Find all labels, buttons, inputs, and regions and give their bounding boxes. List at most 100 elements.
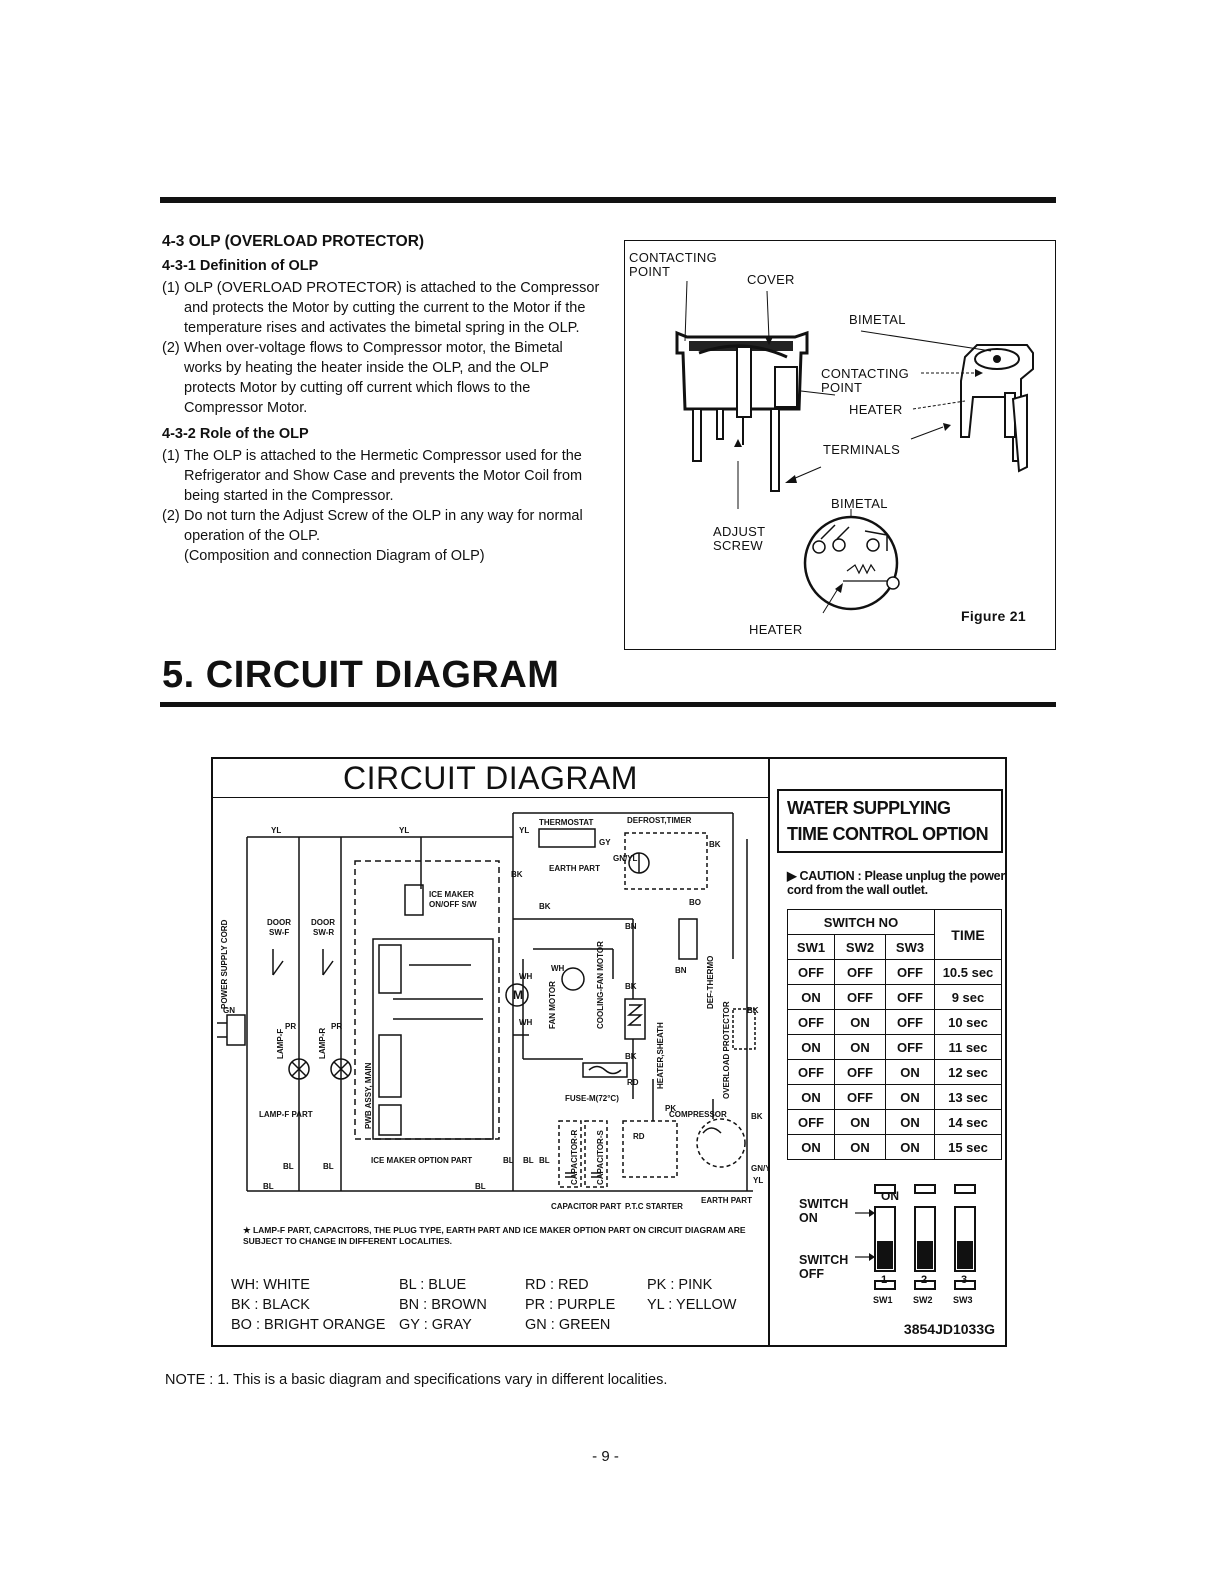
ptc-starter-label: P.T.C STARTER	[625, 1202, 683, 1211]
dip-switch-block: 1 2 3 SW1 SW2 SW3	[855, 1184, 976, 1305]
wire-label-bl-2: BL	[323, 1162, 334, 1171]
pwb-assy-label: PWB ASSY, MAIN	[364, 1062, 373, 1129]
table-cell: ON	[885, 1109, 935, 1135]
capacitor-r-label: CAPACITOR-R	[570, 1130, 579, 1185]
table-cell: ON	[885, 1059, 935, 1085]
table-cell: 10 sec	[934, 1009, 1002, 1035]
wire-label-bl-5: BL	[503, 1156, 514, 1165]
legend-item: BK : BLACK	[231, 1297, 310, 1313]
table-cell: 11 sec	[934, 1034, 1002, 1060]
wire-label-pr: PR	[285, 1022, 296, 1031]
dip-name: SW3	[953, 1295, 973, 1305]
wire-label-bk-7: BK	[751, 1112, 763, 1121]
time-header: TIME	[934, 909, 1002, 960]
fuse-label: FUSE-M(72°C)	[565, 1094, 619, 1103]
switch-on-label: SWITCH ON	[799, 1197, 849, 1225]
wire-label-wh-2: WH	[551, 964, 565, 973]
olp-def-item-1: (1) OLP (OVERLOAD PROTECTOR) is attached…	[162, 278, 602, 338]
col-header: SW2	[834, 934, 886, 960]
part-code: 3854JD1033G	[903, 1321, 995, 1337]
title-separator	[213, 797, 768, 798]
table-cell: 9 sec	[934, 984, 1002, 1010]
olp-title: 4-3 OLP (OVERLOAD PROTECTOR)	[162, 233, 425, 250]
thermostat-label: THERMOSTAT	[539, 818, 593, 827]
page-number: - 9 -	[592, 1448, 619, 1465]
table-cell: OFF	[787, 1109, 835, 1135]
section-rule	[160, 702, 1056, 707]
legend-item: YL : YELLOW	[647, 1297, 737, 1313]
legend-col-2: BL : BLUE BN : BROWN GY : GRAY	[399, 1275, 487, 1335]
label-cover: COVER	[747, 272, 795, 287]
wire-label-wh: WH	[519, 972, 533, 981]
wire-label-pr-2: PR	[331, 1022, 342, 1031]
label-heater-bottom: HEATER	[749, 622, 803, 637]
label-terminals: TERMINALS	[823, 442, 901, 457]
table-cell: OFF	[834, 1084, 886, 1110]
olp-role-item-2: (2) Do not turn the Adjust Screw of the …	[162, 506, 602, 566]
legend-col-1: WH: WHITE BK : BLACK BO : BRIGHT ORANGE	[231, 1275, 385, 1335]
wire-label-rd-2: RD	[633, 1132, 645, 1141]
wire-label-bn: BN	[625, 922, 637, 931]
item-text: Do not turn the Adjust Screw of the OLP …	[184, 508, 583, 544]
switch-no-header: SWITCH NO	[787, 909, 935, 935]
table-cell: ON	[834, 1034, 886, 1060]
dip-sw2-knob	[917, 1241, 933, 1269]
col-header: SW1	[787, 934, 835, 960]
circuit-diagram-box: CIRCUIT DIAGRAM	[211, 757, 1007, 1347]
legend-col-3: RD : RED PR : PURPLE GN : GREEN	[525, 1275, 615, 1335]
item-extra: (Composition and connection Diagram of O…	[184, 548, 485, 564]
wire-label-bl: BL	[283, 1162, 294, 1171]
table-cell: 10.5 sec	[934, 959, 1002, 985]
item-text: OLP (OVERLOAD PROTECTOR) is attached to …	[184, 280, 600, 336]
table-cell: OFF	[885, 1034, 935, 1060]
door-swr-label-1: DOOR	[311, 918, 335, 927]
olp-role-item-1: (1) The OLP is attached to the Hermetic …	[162, 446, 602, 506]
olp-section: 4-3 OLP (OVERLOAD PROTECTOR) 4-3-1 Defin…	[162, 232, 602, 566]
dip-number: 2	[921, 1274, 927, 1286]
table-cell: OFF	[834, 959, 886, 985]
label-line: CONTACTING	[629, 250, 717, 265]
door-swf-label-1: DOOR	[267, 918, 291, 927]
circuit-diagram-title: CIRCUIT DIAGRAM	[343, 760, 638, 796]
legend-item: BL : BLUE	[399, 1277, 467, 1293]
table-cell: ON	[834, 1109, 886, 1135]
wire-label-gn: GN	[223, 1006, 235, 1015]
wire-label-rd: RD	[627, 1078, 639, 1087]
legend-item: BO : BRIGHT ORANGE	[231, 1317, 386, 1333]
wire-label-yl-3: YL	[519, 826, 529, 835]
fan-motor-label: FAN MOTOR	[548, 981, 557, 1029]
label-bimetal-bottom: BIMETAL	[831, 496, 888, 511]
item-number: (2)	[162, 340, 180, 356]
table-cell: ON	[787, 1034, 835, 1060]
table-subheader-row: SW1 SW2 SW3	[787, 934, 1002, 960]
dip-number: 1	[881, 1274, 887, 1286]
dip-sw1-knob	[877, 1241, 893, 1269]
title-line: WATER SUPPLYING	[787, 798, 951, 818]
legend-item: PR : PURPLE	[525, 1297, 616, 1313]
capacitor-part-label: CAPACITOR PART	[551, 1202, 621, 1211]
caution-text: ▶ CAUTION : Please unplug the power cord…	[787, 869, 1005, 897]
item-number: (1)	[162, 448, 180, 464]
table-cell: 12 sec	[934, 1059, 1002, 1085]
legend-item: RD : RED	[525, 1277, 589, 1293]
lamp-r-label: LAMP-R	[318, 1028, 327, 1059]
label-line: ADJUST	[713, 524, 766, 539]
table-cell: ON	[787, 984, 835, 1010]
defrost-timer-label: DEFROST,TIMER	[627, 816, 692, 825]
legend-item: PK : PINK	[647, 1277, 713, 1293]
olp-illustration	[675, 280, 1034, 614]
table-header-row: SWITCH NO TIME	[787, 909, 1002, 960]
def-thermo-label: DEF-THERMO	[706, 956, 715, 1009]
col-header: SW3	[885, 934, 935, 960]
wire-label-bk-6: BK	[747, 1006, 759, 1015]
label-line: SCREW	[713, 538, 763, 553]
ice-maker-option-label: ICE MAKER OPTION PART	[371, 1156, 472, 1165]
table-cell: 14 sec	[934, 1109, 1002, 1135]
table-cell: 13 sec	[934, 1084, 1002, 1110]
dip-name: SW1	[873, 1295, 893, 1305]
